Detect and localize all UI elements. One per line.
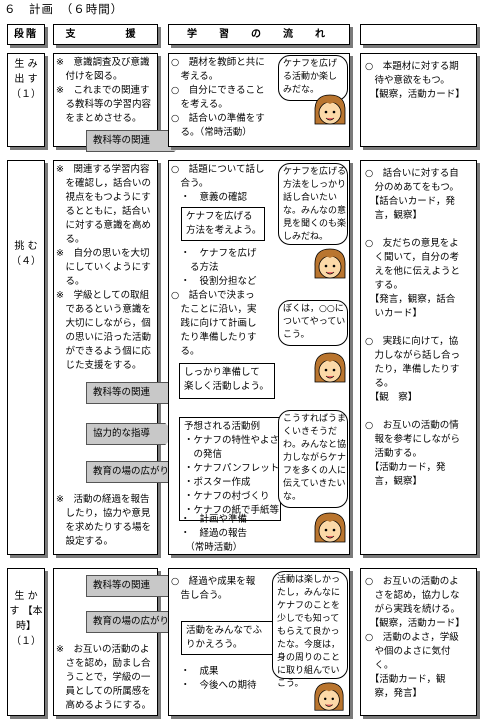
flow-text-3: ・ 計画や準備 ・ 経過の報告 （常時活動） — [180, 514, 248, 553]
girl-face-icon — [314, 94, 346, 125]
flow-text-1: ○ 話題について話し 合う。 ・ 意義の確認 — [171, 164, 265, 203]
support-text-2: ※ 活動の経過を報告 したり，協力や意見 を求めたりする場を 設定する。 — [56, 494, 152, 547]
tag-education-field: 教育の場の広がり — [86, 461, 186, 483]
support-text: ※ 関連する学習内容 を確認し，話合いの 視点をもつようにす るとともに，話合い… — [56, 164, 152, 371]
speech-bubble: ケナフを広げ る活動か楽し みだな。 — [278, 55, 348, 101]
speech-bubble: ケナフを広げる 方法をしっかり 話し合いたい な。みんなの意 見を聞くのも楽 し… — [278, 163, 348, 245]
flow-text: ○ 題材を教師と共に 考える。 ○ 自分にできること を考える。 ○ 話合いの準… — [171, 57, 265, 138]
eval-text: ○ 話合いに対する自 分のめあてをもつ。 【話合いカード，発 言，観察】 ○ 友… — [365, 168, 461, 487]
speech-bubble: ぼくは，○○に ついてやってい こう。 — [278, 300, 348, 346]
eval-cell-3: ○ お互いの活動のよ さを認め，協力しな がら実践を続ける。 【観察，活動カード… — [360, 568, 477, 716]
page-title: ６ 計画 （６時間） — [4, 2, 124, 16]
stage-label: 生 か す 【本時】 （１） — [9, 591, 43, 647]
girl-face-icon — [314, 512, 346, 543]
speech-bubble: 活動は楽しかっ たし，みんなに ケナフのことを 少しでも知って もらえて良かっ … — [272, 571, 348, 689]
girl-face-icon — [314, 352, 346, 383]
tag-subject-relation: 教科等の関連 — [86, 575, 186, 597]
support-cell-2: ※ 関連する学習内容 を確認し，話合いの 視点をもつようにす るとともに，話合い… — [53, 160, 158, 555]
flow-text-2: ・ ケナフを広げ る方法 ・ 役割分担など ○ 話合いで決まっ たことに沿い，実… — [171, 248, 257, 357]
header-flow: 学 習 の 流 れ — [168, 24, 350, 45]
girl-face-icon — [314, 248, 346, 279]
header-stage: 段階 — [7, 24, 45, 45]
header-eval — [360, 24, 477, 45]
tag-cooperative-guidance: 協力的な指導 — [86, 423, 176, 445]
eval-text: ○ お互いの活動のよ さを認め，協力しな がら実践を続ける。 【観察，活動カード… — [365, 576, 465, 699]
goal-frame: ケナフを広げる 方法を考えよう。 — [181, 207, 265, 241]
support-text: ※ 意識調査及び意識 付けを図る。 ※ これまでの関連す る教科等の学習内容 を… — [56, 57, 152, 124]
goal-frame: しっかり準備して 楽しく活動しよう。 — [179, 363, 275, 399]
eval-cell-1: ○ 本題材に対する期 待や意欲をもつ。 【観察，活動カード】 — [360, 53, 477, 147]
eval-text: ○ 本題材に対する期 待や意欲をもつ。 【観察，活動カード】 — [365, 61, 465, 100]
header-support: 支 援 — [53, 24, 158, 45]
stage-label: 挑 む （４） — [11, 241, 41, 267]
girl-face-icon — [314, 682, 344, 711]
stage-cell-ikasu: 生 か す 【本時】 （１） — [7, 568, 45, 716]
flow-text-2: ・ 成果 ・ 今後への期待 — [180, 666, 257, 691]
stage-label: 生 み 出 す （１） — [11, 59, 41, 100]
stage-cell-idomu: 挑 む （４） — [7, 160, 45, 555]
goal-frame: 活動をみんなでふ りかえろう。 — [181, 621, 277, 655]
stage-cell-umidasu: 生 み 出 す （１） — [7, 53, 45, 147]
activity-examples-frame: 予想される活動例 ・ケナフの特性やよさ の発信 ・ケナフパンフレット ・ポスター… — [179, 417, 281, 521]
eval-cell-2: ○ 話合いに対する自 分のめあてをもつ。 【話合いカード，発 言，観察】 ○ 友… — [360, 160, 477, 555]
flow-text-1: ○ 経過や成果を報 告し合う。 — [171, 576, 256, 601]
support-text: ※ お互いの活動のよ さを認め，励まし合 うことで，学級の一 員としての所属感を… — [56, 644, 152, 711]
speech-bubble: こうすればうま くいきそうだ わ。みんなと協 力しながらケナ フを多くの人に 伝… — [278, 410, 348, 508]
